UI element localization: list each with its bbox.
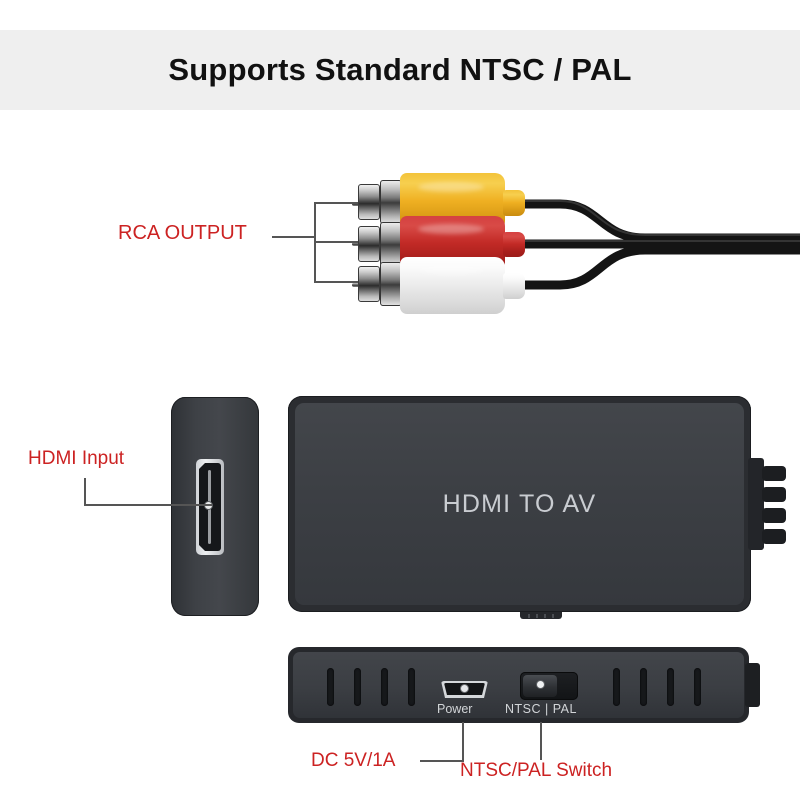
cable-boot-rib-4 xyxy=(762,529,786,544)
vent-slot xyxy=(354,668,361,706)
device-brand-label: HDMI TO AV xyxy=(442,489,597,518)
switch-leader-vertical xyxy=(540,722,542,760)
vent-slot xyxy=(694,668,701,706)
device-bottom-notch xyxy=(520,612,562,619)
cable-boot-rib-3 xyxy=(762,508,786,523)
rca-bracket-arm-top xyxy=(314,202,358,204)
dc-leader-vertical xyxy=(462,722,464,761)
power-port-caption: Power xyxy=(437,702,473,716)
power-port-marker xyxy=(460,684,469,693)
page-title: Supports Standard NTSC / PAL xyxy=(168,52,632,87)
port-panel-cable-boot xyxy=(745,663,760,707)
hdmi-leader-horizontal xyxy=(84,504,212,506)
ntsc-pal-switch-marker xyxy=(536,680,545,689)
callout-ntsc-pal-switch: NTSC/PAL Switch xyxy=(460,760,613,781)
title-banner xyxy=(0,30,800,110)
vent-slot xyxy=(667,668,674,706)
callout-dc-power: DC 5V/1A xyxy=(311,750,396,771)
vent-slot xyxy=(613,668,620,706)
cable-boot-rib-2 xyxy=(762,487,786,502)
device-cable-boot xyxy=(748,458,764,550)
vent-slot xyxy=(640,668,647,706)
cable-boot-rib-1 xyxy=(762,466,786,481)
callout-rca-output: RCA OUTPUT xyxy=(118,222,247,244)
callout-hdmi-input: HDMI Input xyxy=(28,448,125,469)
rca-bracket-arm-mid xyxy=(314,241,358,243)
vent-slot xyxy=(381,668,388,706)
hdmi-leader-vertical xyxy=(84,478,86,505)
device-main-body: HDMI TO AV xyxy=(288,396,751,612)
rca-leader-stem xyxy=(272,236,316,238)
device-top-face: HDMI TO AV xyxy=(295,403,744,605)
rca-bracket-arm-bot xyxy=(314,281,358,283)
vent-slot xyxy=(327,668,334,706)
vent-slot xyxy=(408,668,415,706)
ntsc-pal-caption: NTSC | PAL xyxy=(505,702,577,716)
dc-leader-horizontal xyxy=(420,760,464,762)
